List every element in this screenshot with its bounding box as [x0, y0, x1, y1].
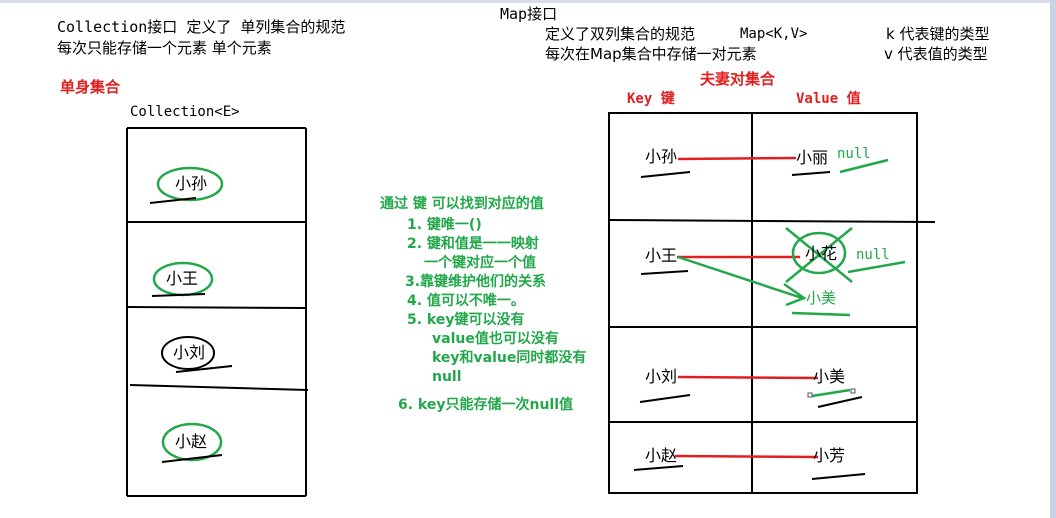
- map-value-4: 小芳: [813, 446, 846, 465]
- value-type-desc: v 代表值的类型: [884, 45, 988, 63]
- map-null-note-2: null: [856, 247, 890, 263]
- key-type-desc: k 代表键的类型: [886, 25, 990, 43]
- note-5d: null: [432, 369, 462, 385]
- note-1: 1. 键唯一(): [407, 217, 482, 233]
- single-set-label: 单身集合: [60, 78, 121, 96]
- item-underlines: [149, 197, 233, 463]
- value-header: Value 值: [796, 91, 861, 107]
- note-2b: 一个键对应一个值: [424, 255, 536, 271]
- item-ellipse-3: [161, 336, 215, 370]
- note-6: 6. key只能存储一次null值: [398, 397, 574, 413]
- collection-box: [126, 127, 309, 497]
- map-value-2: 小花: [805, 244, 838, 263]
- map-value-1: 小丽: [796, 148, 829, 167]
- collection-item-4: 小赵: [175, 432, 208, 451]
- collection-desc-line1: Collection接口 定义了 单列集合的规范: [57, 18, 346, 36]
- right-scrollbar[interactable]: [1050, 0, 1056, 518]
- top-border: [0, 0, 1056, 3]
- arrow-to-xiaomei: [677, 255, 807, 307]
- collection-desc-line2: 每次只能存储一个元素 单个元素: [57, 39, 272, 57]
- selection-handles[interactable]: [807, 388, 856, 398]
- map-signature: Map<K,V>: [740, 26, 808, 42]
- key-header: Key 键: [627, 91, 675, 107]
- note-2a: 2. 键和值是一一映射: [407, 236, 539, 252]
- map-key-1: 小孙: [645, 147, 678, 166]
- couple-set-label: 夫妻对集合: [700, 70, 776, 88]
- map-null-note-1: null: [837, 146, 871, 162]
- item-ellipse-4: [161, 422, 223, 462]
- note-4: 4. 值可以不唯一。: [407, 293, 525, 309]
- note-5c: key和value同时都没有: [432, 350, 587, 366]
- map-table: [608, 112, 936, 494]
- note-5a: 5. key键可以没有: [407, 312, 525, 328]
- crossed-out-value: [785, 227, 853, 283]
- map-desc-line2: 每次在Map集合中存储一对元素: [545, 45, 757, 63]
- map-value-2-extra: 小美: [806, 289, 837, 307]
- key-value-links: [674, 156, 819, 459]
- map-desc-line1: 定义了双列集合的规范: [545, 25, 696, 43]
- black-underlines: [633, 171, 866, 480]
- collection-item-3: 小刘: [173, 343, 206, 362]
- map-key-3: 小刘: [645, 367, 678, 386]
- map-value-3: 小美: [813, 367, 846, 386]
- collection-item-2: 小王: [166, 269, 199, 288]
- map-key-2: 小王: [645, 246, 678, 265]
- notes-heading: 通过 键 可以找到对应的值: [380, 196, 544, 212]
- map-key-4: 小赵: [645, 446, 678, 465]
- collection-type-label: Collection<E>: [130, 104, 240, 120]
- note-3: 3.靠键维护他们的关系: [405, 274, 547, 290]
- note-5b: value值也可以没有: [432, 331, 559, 347]
- item-ellipse-1: [156, 166, 224, 202]
- map-title: Map接口: [500, 5, 558, 23]
- green-underlines: [791, 158, 906, 398]
- collection-item-1: 小孙: [175, 174, 208, 193]
